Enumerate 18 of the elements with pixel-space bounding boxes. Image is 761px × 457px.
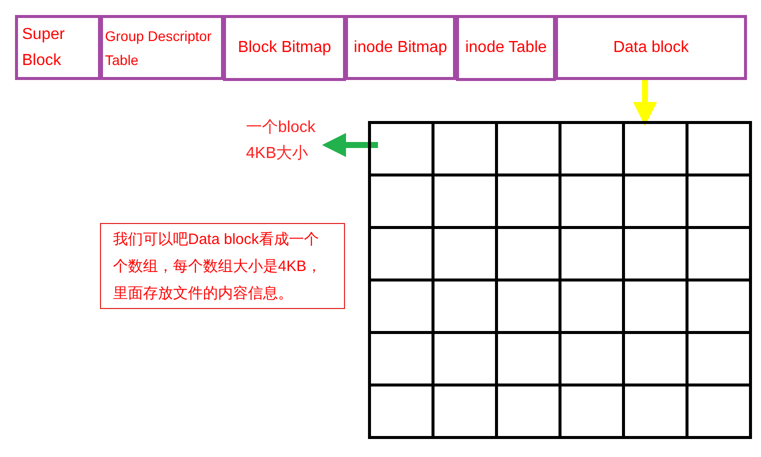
- label-text: Group Descriptor Table: [105, 26, 213, 70]
- partition-box: [223, 15, 346, 81]
- partition-box: [15, 15, 101, 80]
- partition-box: [100, 15, 224, 80]
- note-box: [100, 223, 345, 309]
- label-text: 一个block 4KB大小: [246, 118, 316, 164]
- block-grid: [368, 121, 752, 439]
- label-text: inode Table: [465, 38, 547, 58]
- arrow: [633, 80, 657, 126]
- label-text: Super Block: [22, 24, 66, 70]
- label-text: inode Bitmap: [354, 38, 448, 58]
- label-text: 我们可以吧Data block看成一个个数组，每个数组大小是4KB，里面存放文件的内容信息。: [113, 230, 322, 304]
- partition-box: [555, 15, 747, 80]
- partition-box: [345, 15, 456, 80]
- label-text: Block Bitmap: [238, 38, 332, 58]
- partition-box: [456, 15, 556, 81]
- label-text: Data block: [613, 38, 689, 58]
- arrow: [322, 133, 378, 157]
